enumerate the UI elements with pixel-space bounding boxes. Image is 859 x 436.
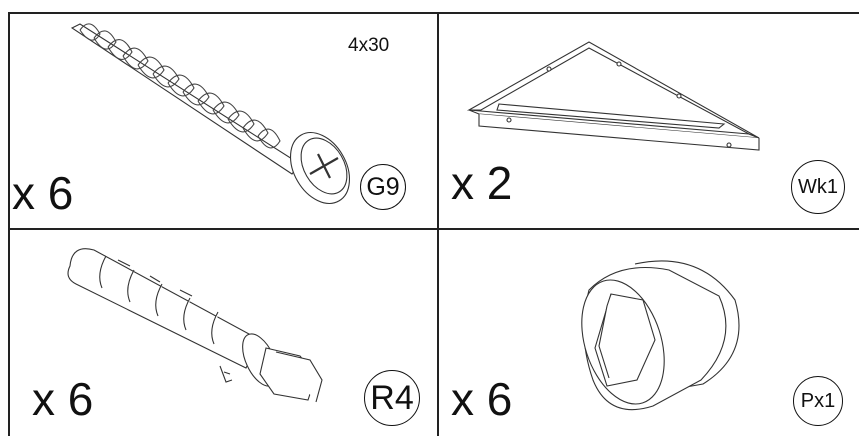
- part-cell-g9: 4x30 x 6 G9: [10, 14, 437, 228]
- wall-anchor-bolt-icon: [10, 230, 437, 436]
- cap-nut-cover-icon: [439, 230, 859, 436]
- quantity-label: x 6: [32, 373, 94, 425]
- quantity-label: x 6: [451, 373, 513, 425]
- part-code-text: Wk1: [798, 176, 838, 198]
- part-cell-px1: x 6 Px1: [439, 230, 859, 436]
- part-cell-r4: x 6 R4: [10, 230, 437, 436]
- part-code-text: R4: [370, 379, 414, 417]
- divider-vertical: [437, 12, 439, 436]
- part-cell-wk1: x 2 Wk1: [439, 14, 859, 228]
- part-code-badge: Wk1: [791, 160, 845, 214]
- part-code-badge: Px1: [793, 376, 843, 426]
- screw-icon: [10, 14, 437, 228]
- border-left: [8, 12, 10, 436]
- quantity-label: x 6: [12, 167, 74, 219]
- angle-bracket-icon: [439, 14, 859, 228]
- quantity-label: x 2: [451, 157, 513, 209]
- part-code-badge: R4: [364, 370, 420, 426]
- part-code-text: G9: [366, 172, 400, 201]
- screw-size-label: 4x30: [348, 35, 390, 56]
- divider-horizontal: [8, 228, 859, 230]
- part-code-text: Px1: [800, 390, 836, 412]
- part-code-badge: G9: [360, 164, 406, 210]
- border-top: [8, 12, 859, 14]
